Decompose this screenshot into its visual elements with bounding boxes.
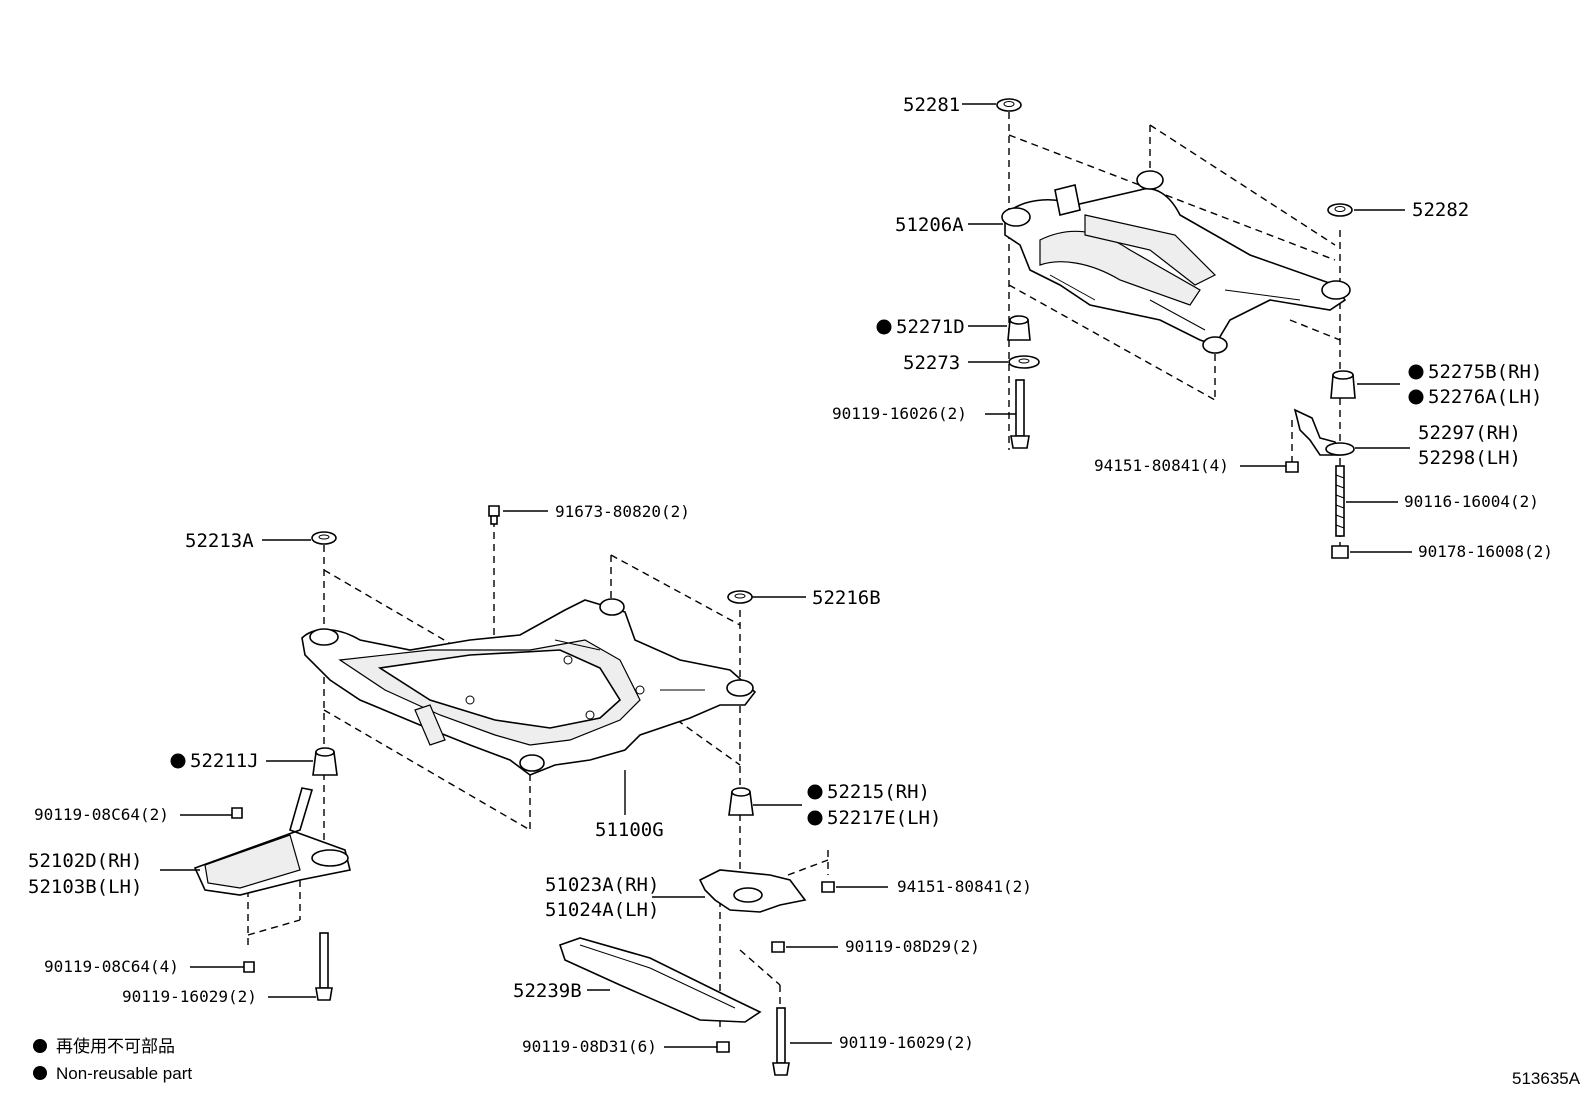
label-94151-80841-4: 94151-80841(4) xyxy=(1094,456,1229,475)
label-52213a: 52213A xyxy=(185,530,254,552)
label-90119-16026: 90119-16026(2) xyxy=(832,404,967,423)
label-90119-08c64-4: 90119-08C64(4) xyxy=(44,957,179,976)
nut-90178-16008 xyxy=(1331,545,1349,559)
label-52276a: 52276A(LH) xyxy=(1428,386,1542,408)
non-reusable-marker xyxy=(1408,389,1424,405)
non-reusable-marker xyxy=(1408,364,1424,380)
label-90119-08d29: 90119-08D29(2) xyxy=(845,937,980,956)
bolt-90119-08c64-lower xyxy=(243,961,255,973)
label-90119-08c64-2: 90119-08C64(2) xyxy=(34,805,169,824)
front-subframe-51100g xyxy=(301,598,757,776)
bolt-90119-16029-left xyxy=(315,932,333,1001)
nut-52281 xyxy=(996,98,1022,112)
bushing-52211j xyxy=(312,747,338,776)
label-52239b: 52239B xyxy=(513,980,582,1002)
label-90119-16029-left: 90119-16029(2) xyxy=(122,987,257,1006)
non-reusable-marker xyxy=(807,784,823,800)
rear-subframe-assembly: 52281 52282 51206A 52271D 52273 90119-16… xyxy=(832,94,1553,561)
washer-52216b xyxy=(727,590,753,604)
label-52216b: 52216B xyxy=(812,587,881,609)
bolt-94151-80841-rear xyxy=(1285,461,1299,473)
label-52271d: 52271D xyxy=(896,316,965,338)
bolt-90119-08d31 xyxy=(716,1041,730,1053)
legend-marker-jp xyxy=(33,1039,47,1053)
label-51024a: 51024A(LH) xyxy=(545,899,659,921)
label-51023a: 51023A(RH) xyxy=(545,874,659,896)
label-52297: 52297(RH) xyxy=(1418,422,1521,444)
label-52273: 52273 xyxy=(903,352,960,374)
bolt-91673-80820 xyxy=(488,505,500,525)
stud-90116-16004 xyxy=(1335,465,1345,537)
label-90116-16004: 90116-16004(2) xyxy=(1404,492,1539,511)
label-90178-16008: 90178-16008(2) xyxy=(1418,542,1553,561)
front-subframe-assembly: 91673-80820(2) 52213A 52216B 52211J 9011… xyxy=(28,502,1032,1076)
legend-marker-en xyxy=(33,1066,47,1080)
diagram-id: 513635A xyxy=(1512,1069,1581,1088)
label-52217e: 52217E(LH) xyxy=(827,807,941,829)
rear-subframe-51206a xyxy=(1001,170,1351,354)
bracket-51023a xyxy=(698,869,807,913)
bolt-90119-08d29 xyxy=(771,941,785,953)
bolt-90119-08c64-upper xyxy=(231,807,243,819)
legend-text-en: Non-reusable part xyxy=(56,1064,192,1083)
non-reusable-marker xyxy=(807,810,823,826)
label-94151-80841-2: 94151-80841(2) xyxy=(897,877,1032,896)
label-52211j: 52211J xyxy=(190,750,259,772)
label-51100g: 51100G xyxy=(595,819,664,841)
bolt-90119-16026 xyxy=(1010,379,1030,449)
brace-52239b xyxy=(558,937,762,1023)
label-90119-16029-right: 90119-16029(2) xyxy=(839,1033,974,1052)
non-reusable-marker xyxy=(170,753,186,769)
label-52275b: 52275B(RH) xyxy=(1428,361,1542,383)
washer-52213a xyxy=(311,531,337,545)
label-52103b: 52103B(LH) xyxy=(28,876,142,898)
legend-text-jp: 再使用不可部品 xyxy=(56,1036,175,1056)
bushing-52215 xyxy=(728,787,754,816)
label-51206a: 51206A xyxy=(895,214,964,236)
label-90119-08d31: 90119-08D31(6) xyxy=(522,1037,657,1056)
bushing-52275b xyxy=(1330,370,1356,399)
bracket-52102d xyxy=(193,787,351,896)
label-52215: 52215(RH) xyxy=(827,781,930,803)
bolt-90119-16029-right xyxy=(772,1007,790,1076)
bracket-52297 xyxy=(1293,408,1355,456)
label-91673-80820: 91673-80820(2) xyxy=(555,502,690,521)
nut-52282 xyxy=(1327,203,1353,217)
label-52102d: 52102D(RH) xyxy=(28,850,142,872)
bolt-94151-80841-front xyxy=(821,881,835,893)
label-52281: 52281 xyxy=(903,94,960,116)
bushing-52271d xyxy=(1007,315,1031,341)
washer-52273 xyxy=(1008,355,1040,369)
legend: 再使用不可部品 Non-reusable part xyxy=(33,1036,192,1083)
label-52298: 52298(LH) xyxy=(1418,447,1521,469)
label-52282: 52282 xyxy=(1412,199,1469,221)
non-reusable-marker xyxy=(876,319,892,335)
